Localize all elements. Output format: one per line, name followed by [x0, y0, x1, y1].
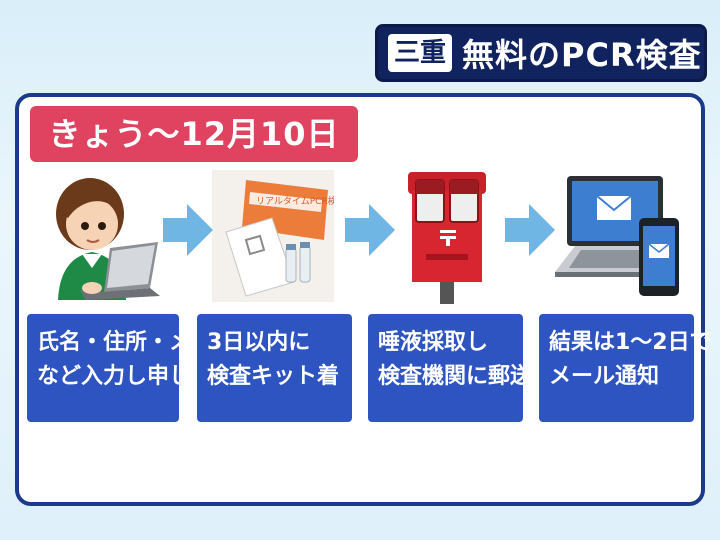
arrow-right-icon	[505, 204, 555, 256]
person-at-laptop-icon	[56, 178, 160, 300]
step-2-line2: 検査キット着	[207, 364, 340, 389]
period-banner: きょう〜12月10日	[30, 106, 358, 162]
step-3-line2: 検査機関に郵送	[378, 364, 533, 389]
step-3-line1: 唾液採取し	[378, 330, 489, 355]
step-4-box: 結果は1〜2日で メール通知	[539, 314, 712, 422]
arrow-right-icon	[345, 204, 395, 256]
step-1-box: 氏名・住所・メール など入力し申し込み	[27, 314, 236, 422]
pcr-test-kit-icon: リアルタイムPCR検査	[212, 170, 334, 302]
arrow-right-icon	[163, 204, 213, 256]
page-title: 無料のPCR検査	[462, 36, 702, 74]
step-1-line2: など入力し申し込み	[37, 364, 236, 389]
step-2-line1: 3日以内に	[207, 330, 311, 355]
step-4-line2: メール通知	[549, 364, 660, 389]
step-2-box: 3日以内に 検査キット着	[197, 314, 352, 422]
kit-box-label: リアルタイムPCR検査	[256, 195, 334, 207]
title-bar: 三重 無料のPCR検査	[375, 24, 707, 82]
region-badge: 三重	[388, 34, 453, 72]
laptop-phone-email-icon	[555, 176, 679, 296]
step-3-box: 唾液採取し 検査機関に郵送	[368, 314, 533, 422]
step-4-line1: 結果は1〜2日で	[549, 330, 712, 355]
mailbox-icon	[408, 172, 486, 304]
step-1-line1: 氏名・住所・メール	[37, 330, 236, 355]
